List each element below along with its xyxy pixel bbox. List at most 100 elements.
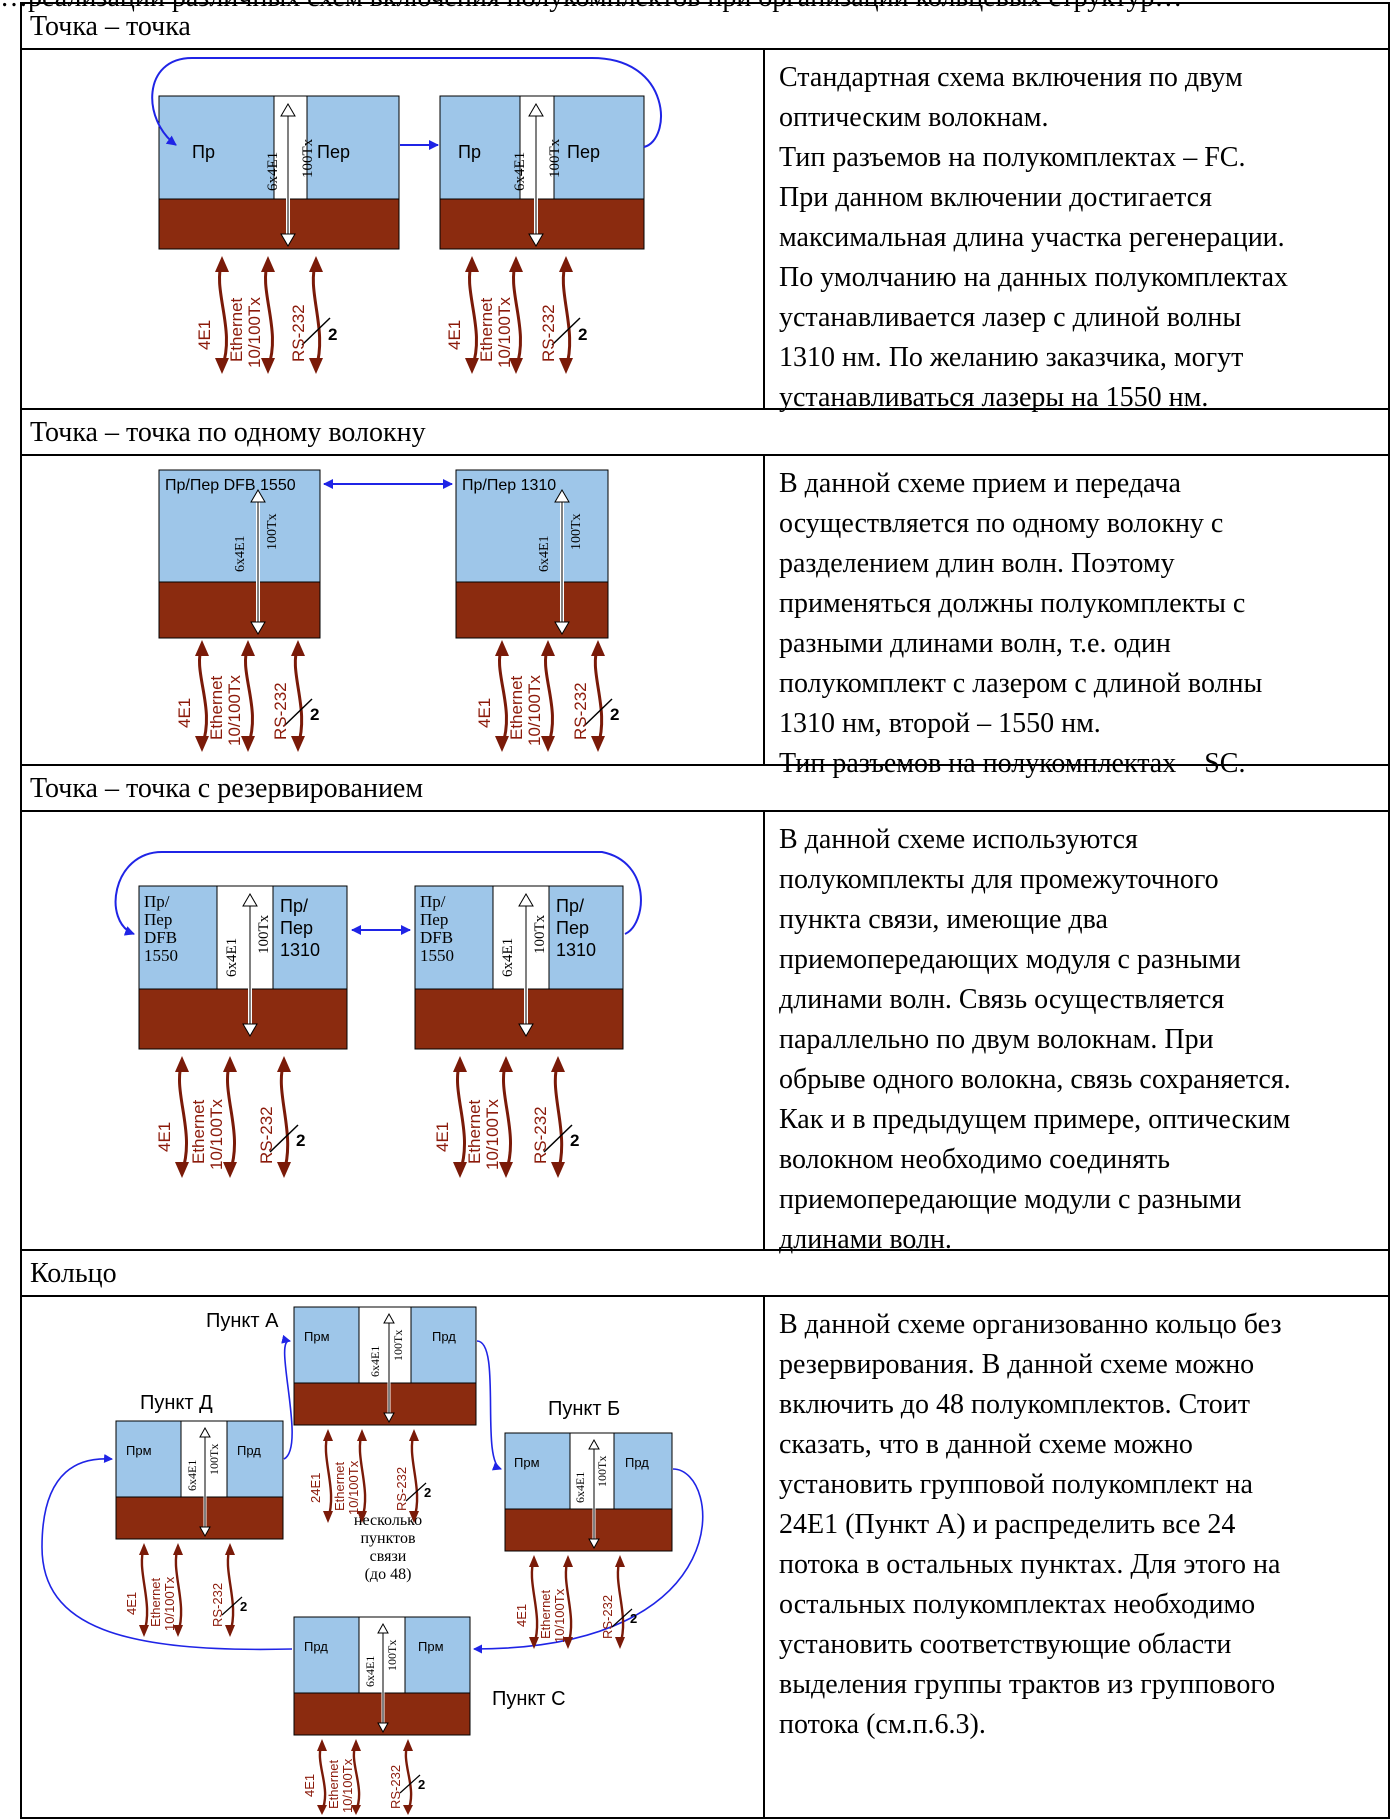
- bus-label: 6x4E1: [512, 152, 528, 191]
- module-line: 1550: [144, 946, 178, 965]
- port-e1: 4E1: [445, 320, 464, 350]
- diagram-ring: Прм Прд 6x4E1 100Tx Пункт А Прм Прд: [22, 1297, 765, 1817]
- rx-label: Пр: [458, 142, 481, 162]
- description-line: длинами волн. Связь осуществляется: [779, 984, 1225, 1015]
- description-line: разделением длин волн. Поэтому: [779, 548, 1175, 579]
- description-line: 24E1 (Пункт А) и распределить все 24: [779, 1509, 1236, 1540]
- tx-label: Прд: [432, 1329, 456, 1344]
- port-ethernet-speed: 10/100Tx: [483, 1099, 502, 1170]
- port-ethernet: Ethernet: [465, 1099, 484, 1164]
- description-line: выделения группы трактов из группового: [779, 1669, 1276, 1700]
- section-row: Прм Прд 6x4E1 100Tx Пункт А Прм Прд: [22, 1297, 1388, 1817]
- port-ethernet: Ethernet: [326, 1759, 341, 1809]
- section-title: Точка – точка: [22, 4, 1388, 50]
- port-rs232: RS-232: [289, 304, 308, 362]
- port-ethernet: Ethernet: [332, 1461, 347, 1511]
- port-rs232: RS-232: [210, 1583, 225, 1627]
- module-line: 1310: [556, 940, 596, 960]
- description-line: сказать, что в данной схеме можно: [779, 1429, 1193, 1460]
- rs-count: 2: [610, 705, 619, 724]
- description-line: пункта связи, имеющие два: [779, 904, 1108, 935]
- module-line: DFB: [420, 928, 453, 947]
- description-line: включить до 48 полукомплектов. Стоит: [779, 1389, 1251, 1420]
- description-line: Стандартная схема включения по двум: [779, 62, 1243, 93]
- rs-count: 2: [240, 1599, 247, 1614]
- bus-label: 6x4E1: [363, 1656, 377, 1687]
- description-line: устанавливается лазер с длиной волны: [779, 302, 1242, 333]
- fiber-return: [151, 57, 662, 148]
- rx-label: Прм: [304, 1329, 330, 1344]
- port-ethernet: Ethernet: [477, 297, 496, 362]
- port-rs232: RS-232: [571, 682, 590, 740]
- description-ring: В данной схеме организованно кольцо без …: [765, 1297, 1388, 1817]
- description-line: параллельно по двум волокнам. При: [779, 1024, 1214, 1055]
- description-redundant: В данной схеме используются полукомплект…: [765, 812, 1388, 1255]
- diagram-svg: Пр Пер 6x4E1 100Tx Пр Пер 6x4E1: [151, 57, 662, 374]
- port-ethernet: Ethernet: [207, 675, 226, 740]
- port-rs232: RS-232: [600, 1595, 615, 1639]
- module-line: 1310: [280, 940, 320, 960]
- port-ethernet-speed: 10/100Tx: [552, 1588, 567, 1643]
- bus-label: 6x4E1: [537, 535, 552, 572]
- diagram-redundant: Пр/ Пер DFB 1550 Пр/ Пер 1310 6x4E1 100T…: [22, 812, 765, 1249]
- bus-label: 100Tx: [207, 1444, 221, 1475]
- rs-count: 2: [630, 1611, 637, 1626]
- description-line: Тип разъемов на полукомплектах – FC.: [779, 142, 1246, 173]
- description-line: В данной схеме организованно кольцо без: [779, 1309, 1282, 1340]
- description-line: По умолчанию на данных полукомплектах: [779, 262, 1289, 293]
- port-e1: 4E1: [195, 320, 214, 350]
- description-line: разными длинами волн, т.е. один: [779, 628, 1171, 659]
- port-ethernet: Ethernet: [538, 1589, 553, 1639]
- rs-count: 2: [570, 1131, 579, 1150]
- tx-label: Пер: [317, 142, 350, 162]
- diagram-svg: Прм Прд 6x4E1 100Tx Пункт А Прм Прд: [41, 1306, 704, 1815]
- port-ethernet: Ethernet: [189, 1099, 208, 1164]
- port-rs232: RS-232: [394, 1467, 409, 1511]
- ring-node-d: Прм Прд 6x4E1 100Tx Пункт Д: [115, 1392, 284, 1540]
- bus-label: 100Tx: [256, 914, 272, 954]
- module-label: Пр/Пер 1310: [462, 477, 556, 494]
- description-line: потока в остальных пунктах. Для этого на: [779, 1549, 1281, 1580]
- module-line: Пер: [556, 918, 589, 938]
- port-ethernet-speed: 10/100Tx: [245, 297, 264, 368]
- description-line: 1310 нм. По желанию заказчика, могут: [779, 342, 1244, 373]
- port-rs232: RS-232: [531, 1106, 550, 1164]
- port-ethernet-speed: 10/100Tx: [495, 297, 514, 368]
- middle-note: несколько пунктов связи (до 48): [354, 1512, 422, 1583]
- node-label: Пункт С: [492, 1688, 566, 1710]
- port-ethernet: Ethernet: [227, 297, 246, 362]
- rs-count: 2: [296, 1131, 305, 1150]
- description-line: установить соответствующие области: [779, 1629, 1232, 1660]
- rs-count: 2: [328, 325, 337, 344]
- ring-node-b: Прм Прд 6x4E1 100Tx Пункт Б: [504, 1398, 673, 1552]
- rx-label: Пр: [192, 142, 215, 162]
- bus-label: 100Tx: [385, 1640, 399, 1671]
- port-e1: 24E1: [308, 1473, 323, 1503]
- fiber-return: [114, 851, 642, 936]
- port-rs232: RS-232: [257, 1106, 276, 1164]
- diagram-svg: Пр/Пер DFB 1550 6x4E1 100Tx Пр/Пер 1310 …: [158, 469, 619, 752]
- description-line: При данном включении достигается: [779, 182, 1212, 213]
- bus-label: 6x4E1: [224, 938, 240, 977]
- port-e1: 4E1: [155, 1122, 174, 1152]
- port-ethernet: Ethernet: [507, 675, 526, 740]
- description-line: устанавливаться лазеры на 1550 нм.: [779, 382, 1209, 413]
- module-line: Пр/: [144, 892, 170, 911]
- section-row: Пр/Пер DFB 1550 6x4E1 100Tx Пр/Пер 1310 …: [22, 456, 1388, 779]
- bus-label: 6x4E1: [573, 1472, 587, 1503]
- bus-label: 100Tx: [569, 513, 584, 550]
- module-left: Пр/Пер DFB 1550 6x4E1 100Tx: [158, 469, 321, 639]
- tx-label: Пер: [567, 142, 600, 162]
- diagram-svg: Пр/ Пер DFB 1550 Пр/ Пер 1310 6x4E1 100T…: [114, 851, 642, 1178]
- bus-label: 100Tx: [547, 138, 563, 178]
- bus-label: 6x4E1: [185, 1460, 199, 1491]
- port-e1: 4E1: [433, 1122, 452, 1152]
- module-label: Пр/Пер DFB 1550: [165, 477, 296, 494]
- module-line: 1550: [420, 946, 454, 965]
- description-line: потока (см.п.6.3).: [779, 1709, 986, 1740]
- port-e1: 4E1: [302, 1774, 317, 1797]
- node-label: Пункт Б: [548, 1398, 620, 1420]
- description-line: Тип разъемов на полукомплектах – SC.: [779, 748, 1246, 779]
- bus-label: 100Tx: [300, 138, 316, 178]
- section-title: Точка – точка с резервированием: [22, 766, 1388, 812]
